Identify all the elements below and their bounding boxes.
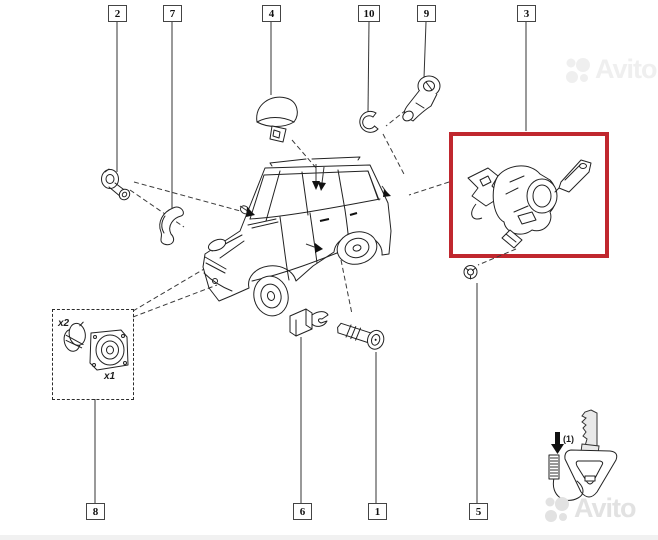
key-note-label: (1): [563, 434, 574, 444]
callout-9: 9: [417, 5, 436, 22]
car-illustration: [202, 156, 392, 317]
part-3-striker-lever: [554, 159, 592, 193]
highlight-box-part-3: [449, 132, 609, 258]
callout-8: 8: [86, 503, 105, 520]
part-7-trim-bezel: [159, 206, 184, 246]
avito-wordmark: Avito: [595, 54, 657, 84]
qty-label-x1: x1: [104, 371, 116, 382]
group-8-dashed-box: [52, 309, 134, 400]
watermark-bottom: Avito: [543, 493, 636, 524]
callout-3: 3: [517, 5, 536, 22]
callout-2: 2: [108, 5, 127, 22]
dashed-connector-lines: [129, 109, 517, 318]
watermark-top: Avito: [564, 54, 657, 85]
pointer-arrow-icons: [239, 164, 391, 253]
avito-logo-icon: [566, 58, 590, 83]
bottom-edge-strip: [0, 535, 658, 540]
callout-6: 6: [293, 503, 312, 520]
leader-lines: [94, 21, 527, 503]
part-8-gasket-x2: [63, 321, 86, 352]
part-5-nut: [463, 265, 478, 280]
callout-10: 10: [358, 5, 380, 22]
part-10-snap-ring: [359, 110, 379, 133]
part-3-door-lock-assembly: [467, 165, 558, 249]
part-9-lock-cylinder-arm: [402, 75, 441, 122]
callout-5: 5: [469, 503, 488, 520]
qty-label-x2: x2: [58, 318, 70, 329]
part-1-key-lock-barrel: [337, 322, 385, 350]
avito-wordmark: Avito: [574, 493, 636, 523]
part-6-retaining-clip: [289, 308, 329, 337]
part-2-lock-cylinder: [101, 168, 131, 201]
key-down-arrow-icon: [551, 432, 564, 454]
key-illustration: [548, 409, 618, 501]
callout-4: 4: [262, 5, 281, 22]
part-8-lock-housing-x1: [89, 329, 129, 371]
callout-1: 1: [368, 503, 387, 520]
avito-logo-icon: [545, 497, 569, 522]
key-barcode-label: [548, 454, 560, 480]
callout-7: 7: [163, 5, 182, 22]
part-4-lock-cover-cap: [256, 96, 298, 143]
